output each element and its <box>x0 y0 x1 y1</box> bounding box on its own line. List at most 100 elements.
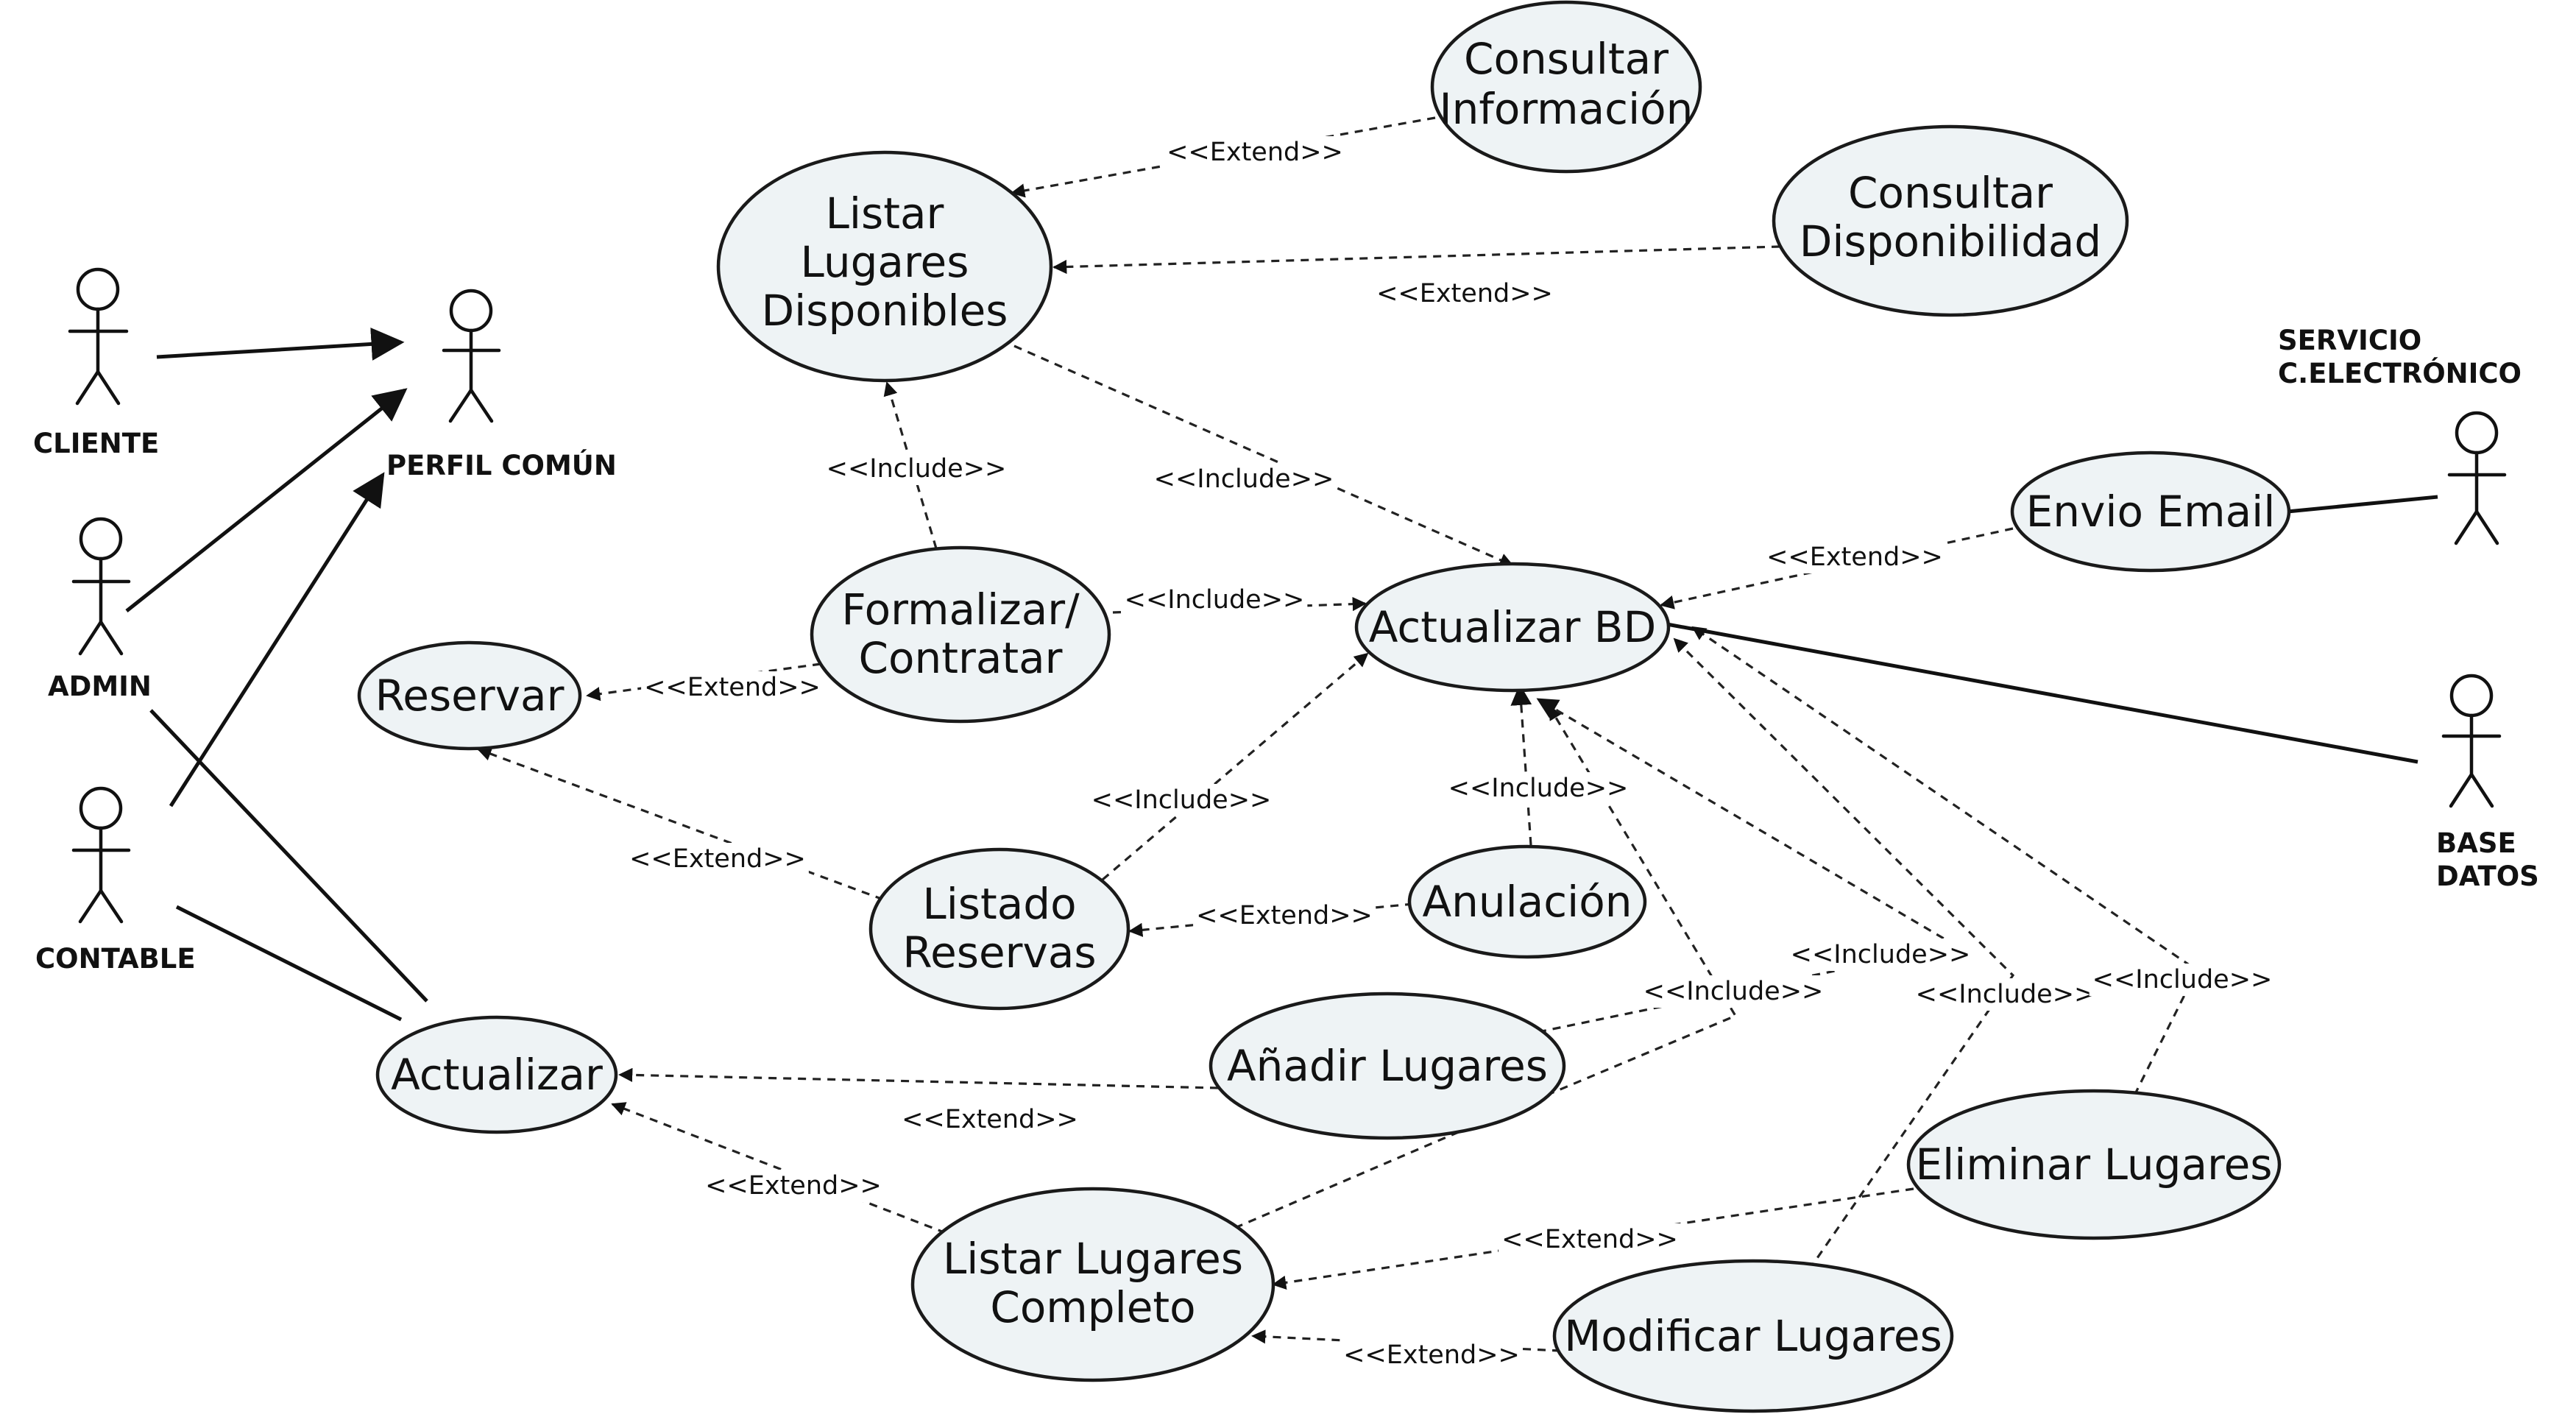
label-extend-anadir-actualizar: <<Extend>> <box>902 1105 1078 1134</box>
use-case-envio-email[interactable]: Envio Email <box>2010 450 2291 573</box>
stereotype-label-backdrop <box>1340 1339 1523 1371</box>
svg-text:Eliminar Lugares: Eliminar Lugares <box>1916 1139 2273 1190</box>
include-listar-actualizar-bd-arrow <box>1013 344 1514 567</box>
svg-text:Consultar: Consultar <box>1848 168 2053 218</box>
label-include-anadir-actualizar-bd: <<Include>> <box>1643 977 1824 1006</box>
include-listado-actualizar-bd-arrow <box>1101 652 1369 881</box>
label-extend-envio-email: <<Extend>> <box>1766 543 1943 572</box>
stereotype-label-backdrop <box>1373 278 1556 310</box>
svg-text:Actualizar BD: Actualizar BD <box>1369 602 1657 652</box>
actor-label-perfil-comun: PERFIL COMÚN <box>386 449 617 481</box>
generalization-cliente-perfil <box>156 327 405 361</box>
svg-text:Envio Email: Envio Email <box>2026 487 2276 537</box>
actor-servicio-correo[interactable] <box>2447 411 2507 545</box>
svg-text:Completo: Completo <box>990 1282 1195 1332</box>
include-formalizar-actualizar-bd-arrow <box>1112 597 1367 614</box>
extend-consultar-disponibilidad-arrow <box>1052 245 1780 275</box>
label-extend-formalizar-reservar: <<Extend>> <box>644 673 821 702</box>
svg-text:Consultar: Consultar <box>1464 34 1669 84</box>
actor-label-servicio-line1: SERVICIO <box>2278 325 2421 356</box>
stereotype-label-backdrop <box>626 843 809 875</box>
label-extend-eliminar-listar-completo: <<Extend>> <box>1501 1225 1678 1254</box>
association-contable-actualizar <box>175 905 403 1022</box>
include-modificar-actualizar-bd-arrow <box>1673 637 2015 1271</box>
use-case-listado-reservas[interactable]: Listado Reservas <box>868 847 1130 1011</box>
label-include-listar-actualizar-bd: <<Include>> <box>1154 464 1334 494</box>
svg-text:Información: Información <box>1440 84 1694 134</box>
label-include-anulacion-actualizar-bd: <<Include>> <box>1448 774 1629 803</box>
stereotype-label-backdrop <box>2089 964 2276 996</box>
stereotype-label-backdrop <box>1193 900 1376 932</box>
stereotype-label-backdrop <box>1088 784 1275 816</box>
use-case-listar-lugares-completo[interactable]: Listar Lugares Completo <box>910 1187 1275 1382</box>
use-case-consultar-informacion[interactable]: Consultar Información <box>1430 0 1702 174</box>
svg-text:Anulación: Anulación <box>1422 877 1632 927</box>
use-case-actualizar-bd[interactable]: Actualizar BD <box>1354 562 1671 693</box>
actor-label-contable: CONTABLE <box>35 943 196 975</box>
svg-text:Listar: Listar <box>826 188 944 238</box>
extend-listar-completo-actualizar-arrow <box>611 1102 946 1234</box>
svg-text:Formalizar/: Formalizar/ <box>841 584 1080 635</box>
label-extend-consultar-informacion: <<Extend>> <box>1167 138 1343 167</box>
stereotype-label-backdrop <box>1121 584 1308 616</box>
svg-text:Actualizar: Actualizar <box>391 1050 603 1100</box>
actor-label-base-datos-line1: BASE <box>2436 827 2516 859</box>
label-include-formalizar-actualizar-bd: <<Include>> <box>1125 585 1305 615</box>
actor-label-servicio-line2: C.ELECTRÓNICO <box>2278 357 2522 389</box>
svg-text:Listar Lugares: Listar Lugares <box>943 1234 1243 1284</box>
stereotype-label-backdrop <box>1150 463 1337 495</box>
include-listar-completo-actualizar-bd-arrow <box>1234 705 1738 1229</box>
svg-text:Reservas: Reservas <box>902 927 1096 978</box>
stereotype-label-backdrop <box>1164 136 1346 169</box>
use-case-anulacion[interactable]: Anulación <box>1407 844 1647 959</box>
svg-text:Reservar: Reservar <box>375 671 565 721</box>
association-admin-actualizar <box>149 709 428 1003</box>
label-include-listado-actualizar-bd: <<Include>> <box>1091 785 1272 815</box>
use-case-reservar[interactable]: Reservar <box>357 640 582 751</box>
actor-perfil-comun[interactable] <box>442 289 501 423</box>
label-include-listar-completo-actualizar-bd: <<Include>> <box>1791 940 1971 969</box>
association-actualizar-bd-base-datos <box>1666 622 2418 764</box>
stereotype-label-backdrop <box>702 1170 885 1202</box>
use-case-eliminar-lugares[interactable]: Eliminar Lugares <box>1906 1089 2282 1240</box>
include-anulacion-actualizar-bd-arrow <box>1510 684 1532 846</box>
label-include-formalizar-listar: <<Include>> <box>827 454 1007 484</box>
label-include-modificar-actualizar-bd: <<Include>> <box>1916 980 2096 1009</box>
use-case-actualizar[interactable]: Actualizar <box>375 1015 618 1134</box>
stereotype-label-backdrop <box>1912 978 2099 1011</box>
svg-text:Disponibles: Disponibles <box>761 286 1008 336</box>
association-envio-email-servicio <box>2287 495 2438 514</box>
stereotype-label-backdrop <box>641 671 824 704</box>
stereotype-label-backdrop <box>823 453 1010 485</box>
svg-text:Listado: Listado <box>922 879 1076 929</box>
stereotype-label-backdrop <box>1445 772 1632 805</box>
use-case-modificar-lugares[interactable]: Modificar Lugares <box>1552 1259 1954 1413</box>
label-extend-modificar-listar-completo: <<Extend>> <box>1343 1340 1520 1370</box>
svg-text:Contratar: Contratar <box>858 633 1062 683</box>
svg-text:Lugares: Lugares <box>801 237 969 287</box>
stereotype-label-backdrop <box>1498 1223 1681 1256</box>
use-case-consultar-disponibilidad[interactable]: Consultar Disponibilidad <box>1772 124 2129 317</box>
actor-contable[interactable] <box>71 786 131 924</box>
extend-listado-reservar-arrow <box>477 747 884 901</box>
label-include-eliminar-actualizar-bd: <<Include>> <box>2092 965 2273 994</box>
extend-formalizar-reservar-arrow <box>586 662 821 702</box>
svg-text:Modificar Lugares: Modificar Lugares <box>1564 1311 1942 1361</box>
use-case-listar-lugares-disponibles[interactable]: Listar Lugares Disponibles <box>716 150 1053 383</box>
svg-text:Añadir Lugares: Añadir Lugares <box>1227 1041 1548 1091</box>
actor-label-admin: ADMIN <box>48 671 152 702</box>
stereotype-label-backdrop <box>899 1103 1081 1136</box>
use-case-formalizar-contratar[interactable]: Formalizar/ Contratar <box>810 545 1111 724</box>
actor-associations <box>125 327 2438 1022</box>
stereotype-label-backdrop <box>1640 975 1827 1008</box>
use-case-anadir-lugares[interactable]: Añadir Lugares <box>1209 992 1566 1140</box>
stereotype-labels: <<Extend>> <<Extend>> <<Include>> <<Incl… <box>626 136 2276 1371</box>
include-eliminar-actualizar-bd-arrow <box>1691 626 2199 1096</box>
label-extend-consultar-disponibilidad: <<Extend>> <box>1376 279 1553 308</box>
actor-cliente[interactable] <box>68 267 129 406</box>
label-extend-listado-reservar: <<Extend>> <box>629 844 806 874</box>
actor-admin[interactable] <box>71 517 131 656</box>
stereotype-label-backdrop <box>1763 541 1946 573</box>
actor-base-datos[interactable] <box>2441 674 2502 808</box>
